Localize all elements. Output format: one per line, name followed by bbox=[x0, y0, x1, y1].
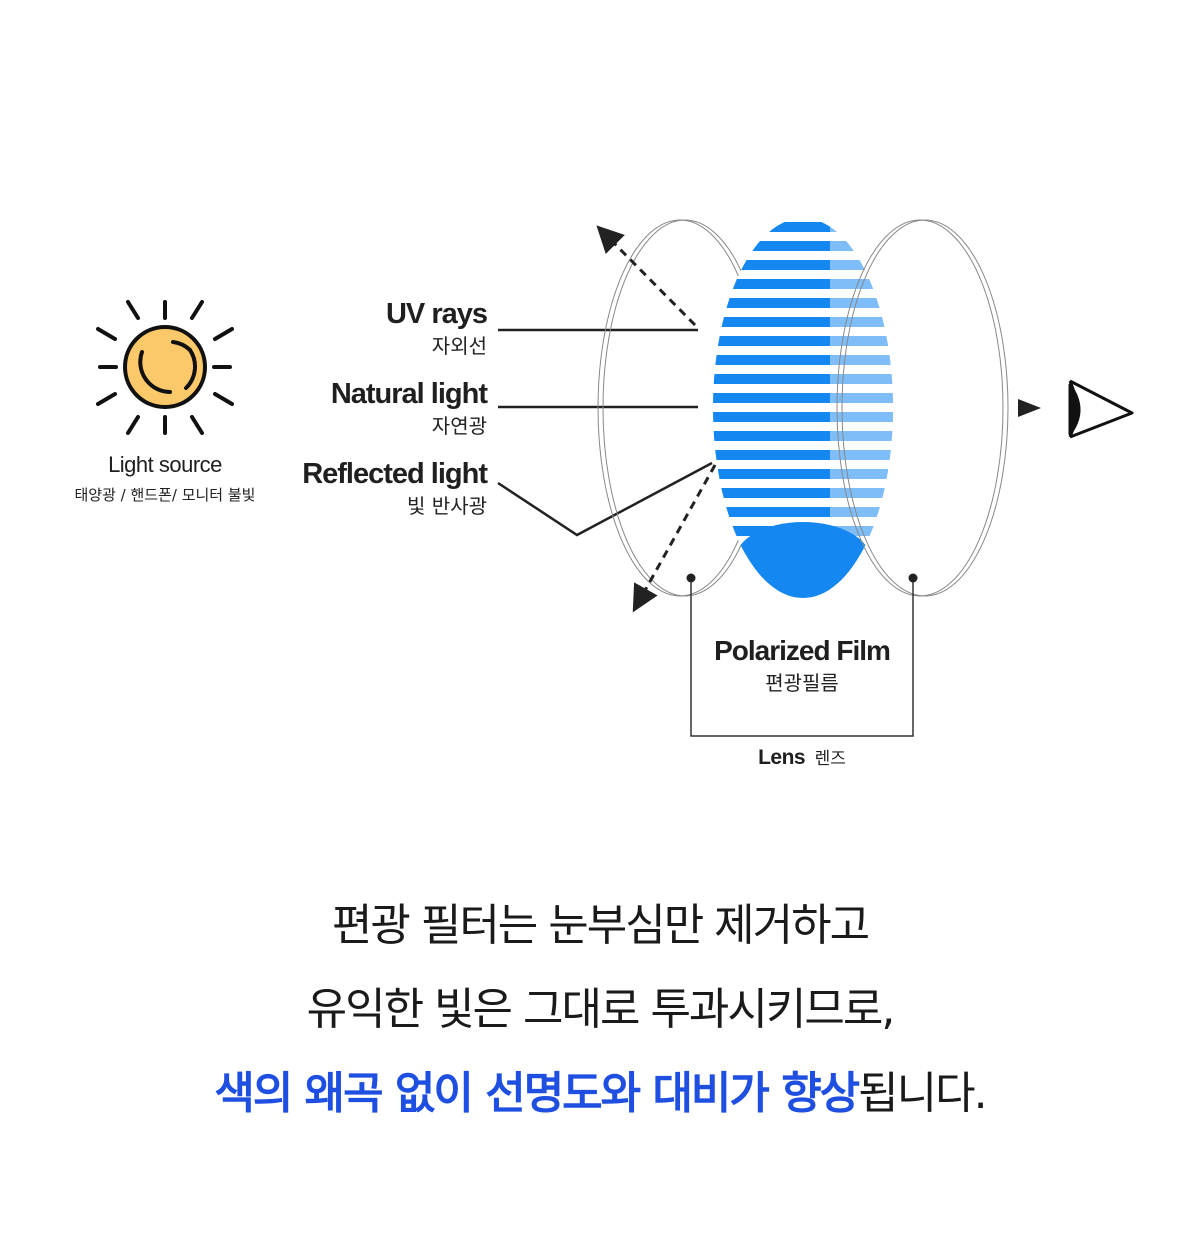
film-stripe bbox=[713, 355, 893, 365]
sun-icon bbox=[96, 300, 234, 435]
film-stripe bbox=[713, 412, 893, 422]
caption-line-2: 유익한 빛은 그대로 투과시키므로, bbox=[306, 984, 896, 1035]
film-stripe bbox=[713, 507, 893, 517]
reflected-light-line bbox=[497, 461, 713, 537]
lens-label: Lens bbox=[758, 746, 805, 769]
caption-line-3: 색의 왜곡 없이 선명도와 대비가 향상됩니다. bbox=[0, 1064, 1200, 1124]
light-source-sublabel: 태양광 / 핸드폰/ 모니터 불빛 bbox=[75, 486, 256, 504]
film-stripe bbox=[713, 241, 893, 251]
reflected-light-sublabel: 빛 반사광 bbox=[407, 494, 487, 518]
film-stripe bbox=[713, 336, 893, 346]
natural-light-sublabel: 자연광 bbox=[432, 414, 487, 438]
film-stripe bbox=[713, 431, 893, 441]
film-stripe bbox=[713, 393, 893, 403]
film-stripe bbox=[713, 450, 893, 460]
caption-line-1: 편광 필터는 눈부심만 제거하고 bbox=[331, 900, 870, 951]
polarized-film-bottom bbox=[735, 522, 871, 598]
natural-light-label: Natural light bbox=[331, 378, 489, 410]
film-stripe bbox=[713, 298, 893, 308]
caption-rest: 됩니다. bbox=[858, 1068, 987, 1119]
film-stripe bbox=[713, 469, 893, 479]
reflected-deflected-arrow bbox=[632, 464, 717, 613]
film-stripe bbox=[713, 488, 893, 498]
film-stripe bbox=[713, 279, 893, 289]
film-stripe bbox=[713, 260, 893, 270]
caption-highlight: 색의 왜곡 없이 선명도와 대비가 향상 bbox=[214, 1068, 860, 1119]
lens-right-dot bbox=[908, 573, 918, 583]
lens-bracket bbox=[690, 578, 914, 737]
uv-deflected-arrow bbox=[596, 225, 697, 327]
reflected-light-label: Reflected light bbox=[302, 458, 488, 490]
polarized-film-sublabel: 편광필름 bbox=[765, 671, 839, 695]
film-stripe bbox=[713, 374, 893, 384]
lens-sublabel: 렌즈 bbox=[815, 749, 846, 769]
arrow-icon bbox=[1018, 399, 1041, 417]
light-source-label: Light source bbox=[108, 452, 222, 477]
eye-icon bbox=[1068, 379, 1134, 439]
polarized-film-label: Polarized Film bbox=[714, 635, 890, 666]
lens-caption: Lens 렌즈 bbox=[758, 746, 846, 769]
uv-rays-sublabel: 자외선 bbox=[432, 334, 487, 358]
film-stripe bbox=[713, 222, 893, 232]
lens-left-dot bbox=[686, 573, 696, 583]
uv-rays-label: UV rays bbox=[386, 298, 487, 330]
film-stripe bbox=[713, 317, 893, 327]
